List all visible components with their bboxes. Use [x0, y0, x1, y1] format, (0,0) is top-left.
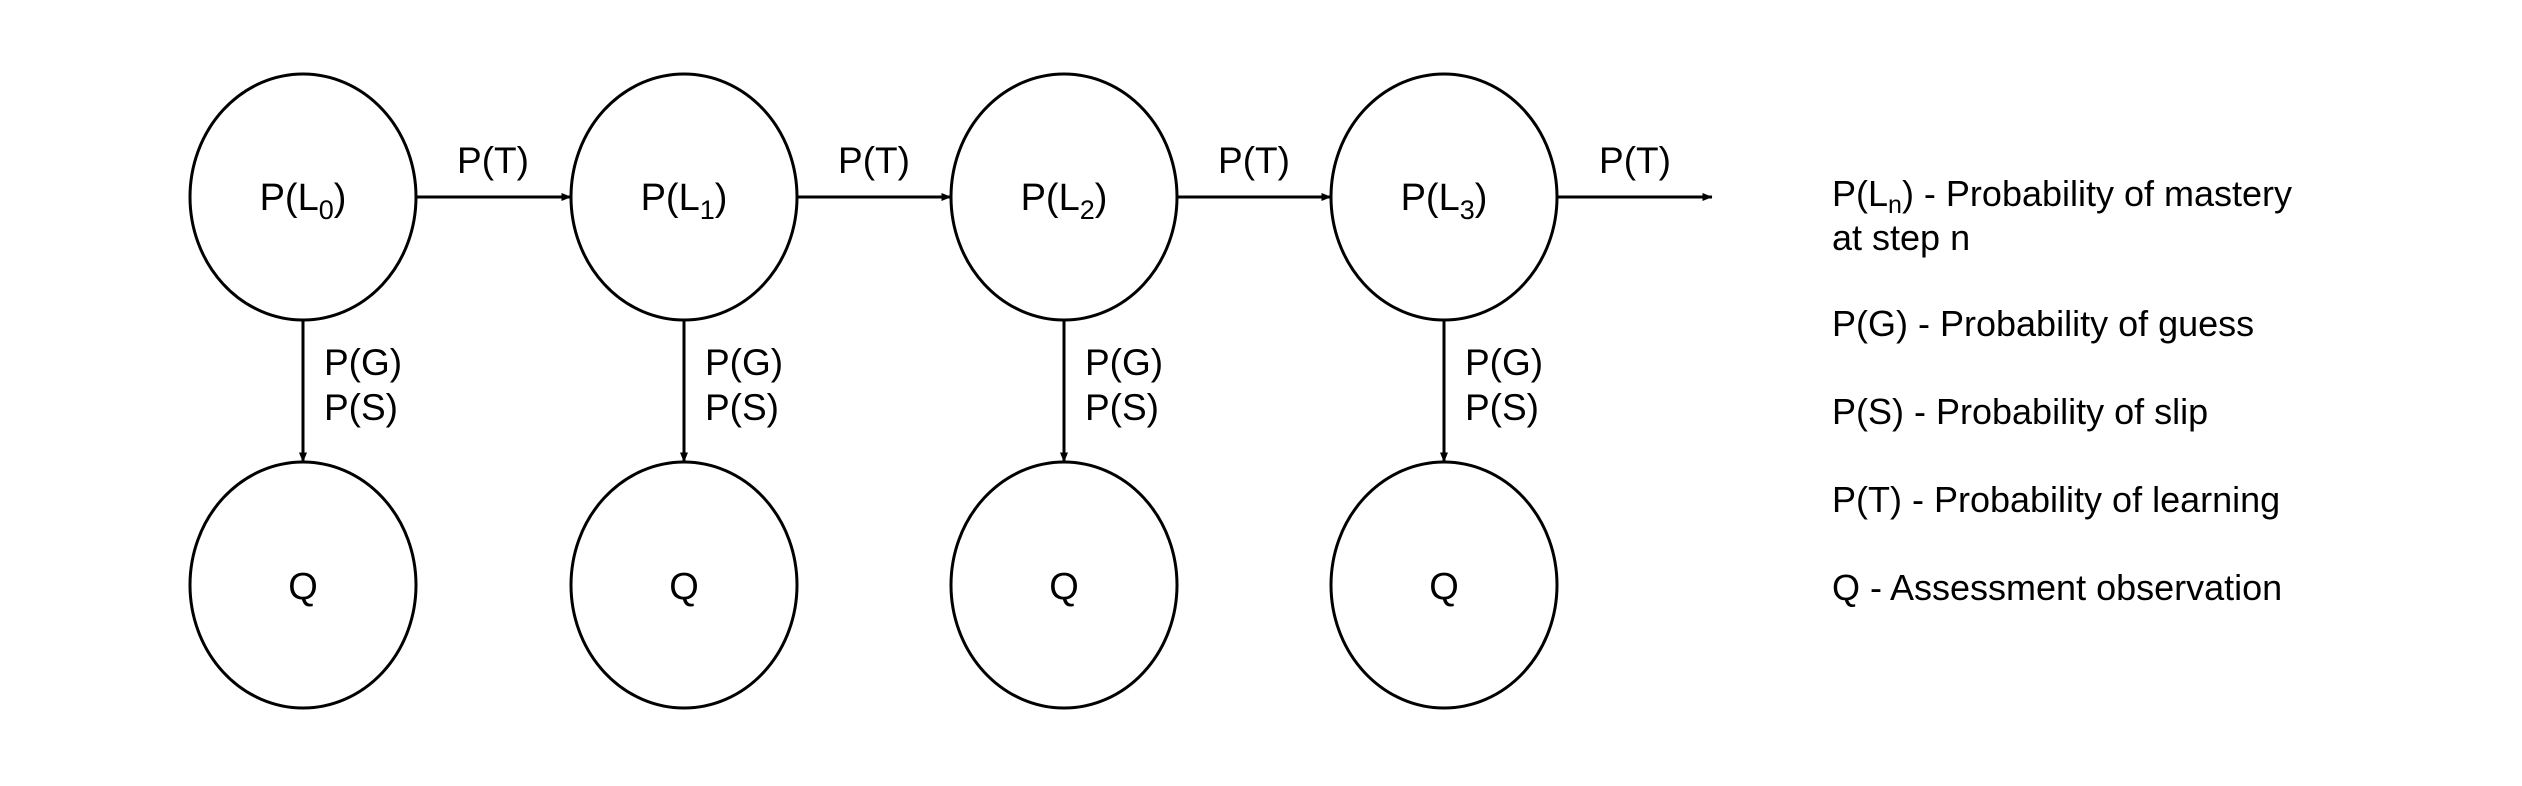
svg-text:P(G): P(G)	[324, 342, 402, 383]
svg-text:P(L2): P(L2)	[1021, 177, 1108, 225]
svg-text:Q: Q	[1049, 566, 1079, 608]
svg-text:Q: Q	[288, 566, 318, 608]
mastery-node-1: P(L1)	[569, 72, 799, 322]
legend: P(Ln) - Probability of mastery at step n…	[1832, 172, 2472, 654]
svg-text:P(G): P(G)	[705, 342, 783, 383]
observation-node-3: Q	[1329, 460, 1559, 710]
transition-arrow-0: P(T)	[416, 140, 572, 201]
svg-text:P(T): P(T)	[838, 140, 910, 181]
legend-mastery-prefix: P(L	[1832, 173, 1889, 214]
svg-text:P(T): P(T)	[457, 140, 529, 181]
transition-arrow-1: P(T)	[797, 140, 952, 201]
observation-node-1: Q	[569, 460, 799, 710]
emission-arrow-1: P(G) P(S)	[680, 320, 783, 463]
legend-mastery: P(Ln) - Probability of mastery at step n	[1832, 172, 2472, 260]
transition-arrow-2: P(T)	[1177, 140, 1332, 201]
svg-text:P(T): P(T)	[1218, 140, 1290, 181]
svg-text:P(G): P(G)	[1465, 342, 1543, 383]
svg-text:P(S): P(S)	[1085, 387, 1159, 428]
svg-text:P(S): P(S)	[1465, 387, 1539, 428]
svg-text:P(L0): P(L0)	[260, 177, 347, 225]
svg-text:P(T): P(T)	[1599, 140, 1671, 181]
svg-text:P(G): P(G)	[1085, 342, 1163, 383]
legend-mastery-subscript: n	[1888, 191, 1902, 219]
legend-mastery-text: ) - Probability of mastery	[1901, 173, 2293, 214]
mastery-node-0: P(L0)	[188, 72, 418, 322]
mastery-node-2: P(L2)	[949, 72, 1179, 322]
legend-learning: P(T) - Probability of learning	[1832, 479, 2281, 520]
emission-arrow-0: P(G) P(S)	[299, 320, 402, 463]
emission-arrow-2: P(G) P(S)	[1060, 320, 1163, 463]
legend-mastery-line2: at step n	[1832, 217, 1971, 258]
observation-node-0: Q	[188, 460, 418, 710]
svg-text:P(L3): P(L3)	[1401, 177, 1488, 225]
svg-text:Q: Q	[1429, 566, 1459, 608]
observation-node-2: Q	[949, 460, 1179, 710]
svg-text:P(L1): P(L1)	[641, 177, 728, 225]
legend-guess: P(G) - Probability of guess	[1832, 303, 2255, 344]
mastery-node-3: P(L3)	[1329, 72, 1559, 322]
emission-arrow-3: P(G) P(S)	[1440, 320, 1543, 463]
legend-slip: P(S) - Probability of slip	[1832, 391, 2209, 432]
svg-text:P(S): P(S)	[705, 387, 779, 428]
legend-observation: Q - Assessment observation	[1832, 567, 2283, 608]
transition-arrow-3: P(T)	[1557, 140, 1713, 201]
svg-text:P(S): P(S)	[324, 387, 398, 428]
svg-text:Q: Q	[669, 566, 699, 608]
